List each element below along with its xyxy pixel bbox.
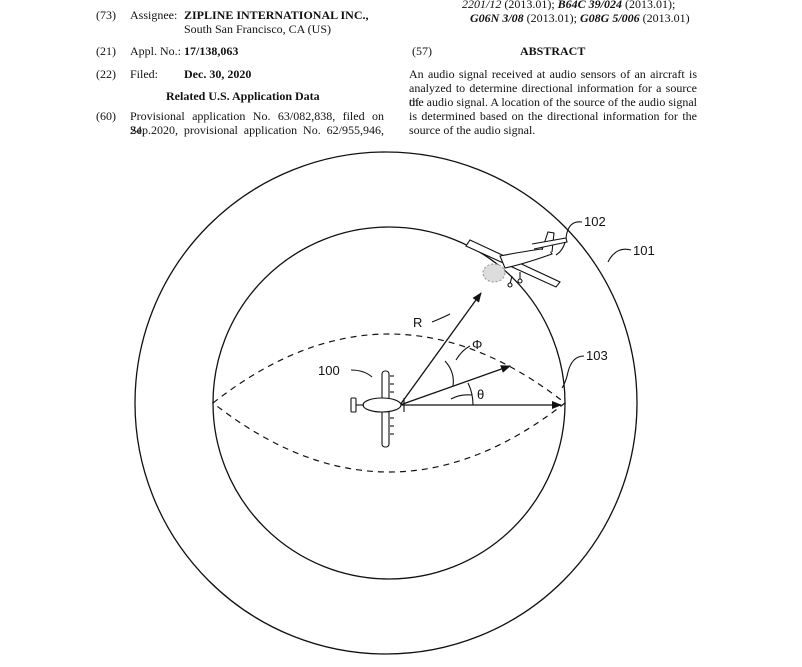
range-vector (399, 292, 482, 406)
provisional-number-code: (60) (96, 109, 116, 123)
filed-date: Dec. 30, 2020 (184, 67, 252, 81)
abstract-line: is determined based on the directional i… (409, 109, 697, 123)
leader-phi (455, 345, 471, 361)
cpc-line-1: 2201/12 (2013.01); B64C 39/024 (2013.01)… (462, 0, 675, 11)
label-phi: Φ (472, 337, 482, 352)
provisional-line-1: Provisional application No. 63/082,838, … (130, 109, 384, 137)
elevation-angle-arc (444, 360, 454, 387)
assignee-name: ZIPLINE INTERNATIONAL INC., (184, 8, 369, 22)
abstract-line: An audio signal received at audio sensor… (409, 67, 697, 81)
leader-100 (350, 369, 373, 378)
filed-number-code: (22) (96, 67, 116, 81)
assignee-label: Assignee: (130, 8, 178, 22)
cpc-code: B64C 39/024 (557, 0, 623, 11)
assignee-number: (73) (96, 8, 116, 22)
label-theta: θ (477, 387, 484, 402)
cpc-line-2: G06N 3/08 (2013.01); G08G 5/006 (2013.01… (470, 11, 690, 25)
dashed-region-boundary (212, 333, 566, 473)
appl-number-code: (21) (96, 44, 116, 58)
label-103: 103 (586, 348, 608, 363)
leader-103 (561, 355, 585, 389)
abstract-line: source of the audio signal. (409, 123, 536, 137)
leader-102 (555, 221, 583, 256)
label-101: 101 (633, 243, 655, 258)
cpc-code: G06N 3/08 (470, 11, 524, 25)
label-R: R (413, 315, 422, 330)
provisional-line-2: 24, 2020, provisional application No. 62… (130, 123, 384, 137)
abstract-line: the audio signal. A location of the sour… (409, 95, 697, 109)
filed-label: Filed: (130, 67, 159, 81)
abstract-heading: ABSTRACT (520, 44, 586, 58)
leader-101 (607, 248, 632, 263)
appl-label: Appl. No.: (130, 44, 181, 58)
abstract-number: (57) (412, 44, 432, 58)
cpc-code: G08G 5/006 (580, 11, 640, 25)
elevation-vector (399, 365, 511, 406)
appl-number-value: 17/138,063 (184, 44, 239, 58)
cpc-date: (2013.01); (625, 0, 676, 11)
aircraft-102-icon (465, 231, 568, 288)
cpc-date: (2013.01) (642, 11, 690, 25)
leader-theta (450, 394, 473, 400)
azimuth-angle-arc (467, 382, 474, 406)
cpc-date: (2013.01); (526, 11, 577, 25)
related-data-heading: Related U.S. Application Data (166, 89, 320, 103)
label-100: 100 (318, 363, 340, 378)
aircraft-100-icon (350, 370, 405, 448)
label-102: 102 (584, 214, 606, 229)
leader-R (431, 313, 451, 323)
outer-circle (134, 151, 638, 655)
cpc-date: (2013.01); (504, 0, 555, 11)
assignee-location: South San Francisco, CA (US) (184, 22, 331, 36)
cpc-code: 2201/12 (462, 0, 502, 11)
abstract-line: analyzed to determine directional inform… (409, 81, 697, 109)
